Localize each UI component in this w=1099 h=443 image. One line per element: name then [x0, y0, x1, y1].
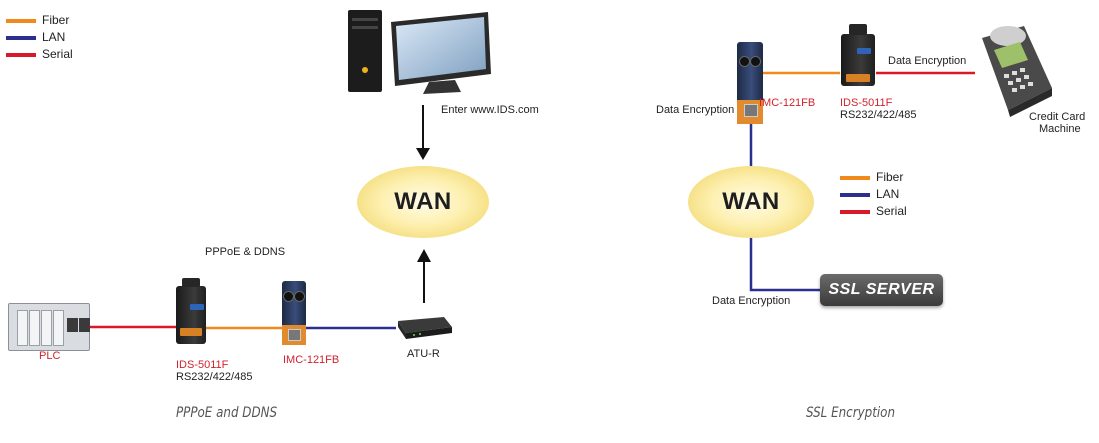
ssl-server-label: SSL SERVER: [828, 281, 935, 298]
plc-label: PLC: [39, 350, 61, 362]
legend-label: Serial: [876, 204, 907, 218]
plc-connector: [67, 318, 78, 332]
rj45-port: [744, 104, 758, 117]
plc-module: [41, 310, 52, 346]
imc-121fb-device-right: [737, 42, 763, 124]
plc-module: [29, 310, 40, 346]
rj45-port: [288, 329, 301, 341]
wan-cloud-left: WAN: [357, 166, 489, 238]
legend-label: Fiber: [42, 13, 70, 27]
fiber-port: [750, 56, 761, 67]
card-machine-label-line2: Machine: [1039, 123, 1081, 135]
legend-label: Serial: [42, 47, 73, 61]
lan-swatch: [840, 192, 870, 197]
legend-row-fiber: Fiber: [6, 12, 73, 29]
enter-url-label: Enter www.IDS.com: [441, 104, 539, 116]
ids-ports-label-left: RS232/422/485: [176, 371, 253, 383]
legend-right: Fiber LAN Serial: [840, 169, 907, 220]
card-machine-label-line1: Credit Card: [1029, 111, 1086, 123]
lan-line-wan-ssl: [749, 232, 822, 292]
fiber-swatch: [6, 18, 36, 23]
desktop-pc-icon: [348, 10, 491, 94]
serial-swatch: [6, 52, 36, 57]
device-connector: [182, 278, 200, 287]
lan-swatch: [6, 35, 36, 40]
data-encryption-left-label: Data Encryption: [656, 104, 735, 116]
plc-device: [8, 303, 90, 351]
atu-r-label: ATU-R: [407, 348, 440, 360]
legend-row-fiber: Fiber: [840, 169, 907, 186]
fiber-port: [283, 291, 294, 302]
ids-ports-label-right: RS232/422/485: [840, 109, 917, 121]
ssl-server-badge: SSL SERVER: [820, 274, 943, 306]
plc-module: [17, 310, 28, 346]
pppoe-ddns-label: PPPoE & DDNS: [205, 246, 286, 258]
fiber-port: [739, 56, 750, 67]
data-encryption-top-label: Data Encryption: [888, 55, 967, 67]
imc-121fb-device-left: [282, 281, 306, 345]
plc-connector: [79, 318, 90, 332]
legend-label: LAN: [42, 30, 66, 44]
device-port: [846, 74, 870, 82]
ids-5011f-device-left: [176, 278, 206, 344]
arrow-atur-to-wan-head: [417, 249, 431, 262]
device-badge: [857, 48, 871, 54]
legend-row-lan: LAN: [6, 29, 73, 46]
plc-module: [53, 310, 64, 346]
legend-left: Fiber LAN Serial: [6, 12, 73, 63]
legend-label: LAN: [876, 187, 900, 201]
legend-row-serial: Serial: [6, 46, 73, 63]
legend-row-serial: Serial: [840, 203, 907, 220]
caption-right: SSL Encryption: [806, 405, 895, 421]
serial-swatch: [840, 209, 870, 214]
fiber-swatch: [840, 175, 870, 180]
ids-5011f-device-right: [841, 24, 875, 86]
device-badge: [190, 304, 204, 310]
data-encryption-bottom-label: Data Encryption: [712, 295, 791, 307]
caption-left: PPPoE and DDNS: [176, 405, 278, 421]
device-connector: [849, 24, 867, 35]
arrow-pc-to-wan-head: [416, 148, 430, 160]
imc-model-label-right: IMC-121FB: [759, 97, 816, 109]
ids-model-label-right: IDS-5011F: [840, 97, 893, 109]
device-port: [180, 328, 202, 336]
ids-model-label-left: IDS-5011F: [176, 359, 229, 371]
credit-card-machine-icon: [982, 26, 1052, 117]
legend-label: Fiber: [876, 170, 904, 184]
atu-r-modem-icon: [398, 317, 452, 339]
wan-label: WAN: [394, 188, 452, 215]
legend-row-lan: LAN: [840, 186, 907, 203]
fiber-port: [294, 291, 305, 302]
wan-cloud-right: WAN: [688, 166, 814, 238]
wan-label: WAN: [722, 188, 780, 215]
imc-model-label-left: IMC-121FB: [283, 354, 340, 366]
